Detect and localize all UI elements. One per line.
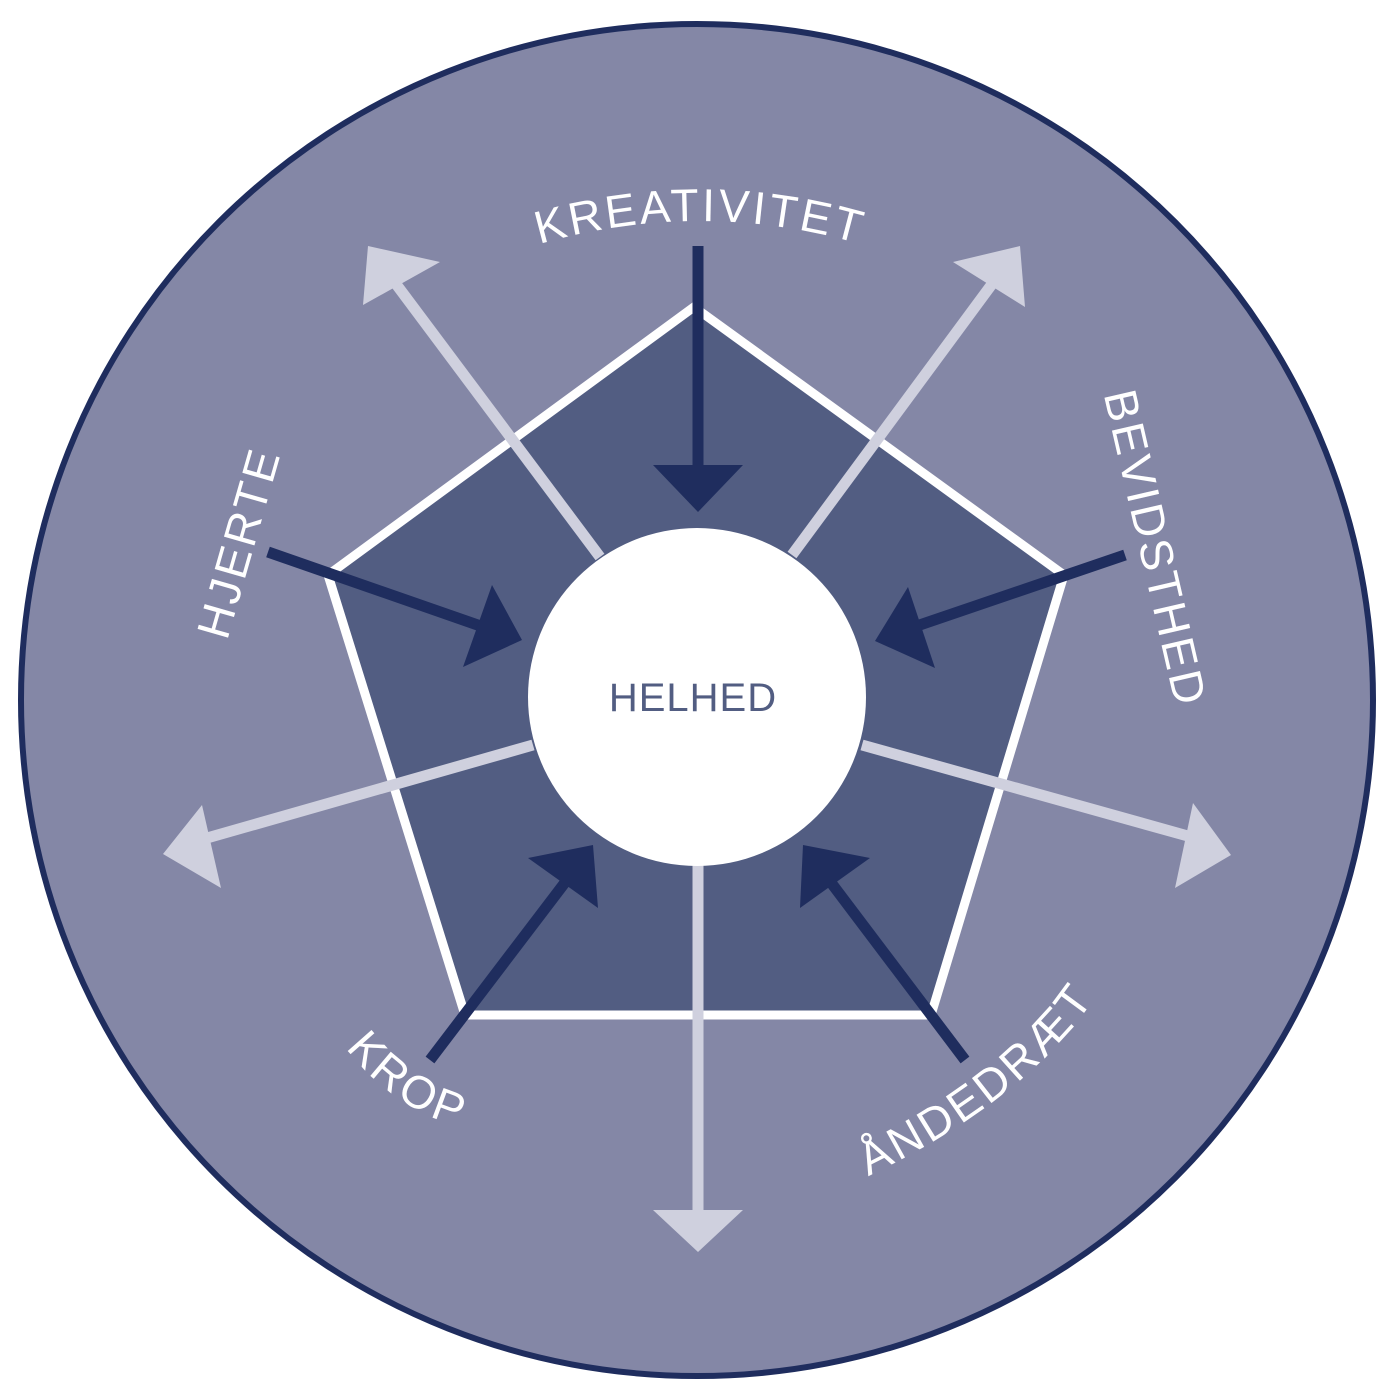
inward-arrows [266, 246, 1127, 1064]
inward-arrow-hjerte [266, 546, 522, 667]
outward-arrow-down [653, 860, 743, 1252]
outward-arrow-left [163, 739, 535, 888]
inward-arrow-bevidsthed [875, 549, 1127, 668]
outward-arrow-up-left [363, 246, 605, 561]
inward-arrow-kreativitet [653, 246, 743, 512]
outward-arrow-up-right [787, 246, 1025, 559]
outward-arrow-right [860, 739, 1231, 888]
outward-arrows [163, 246, 1231, 1252]
inward-arrow-andedraet [800, 845, 970, 1064]
inward-arrow-krop [425, 845, 598, 1064]
center-label: HELHED [609, 676, 777, 720]
center-circle [528, 528, 866, 866]
